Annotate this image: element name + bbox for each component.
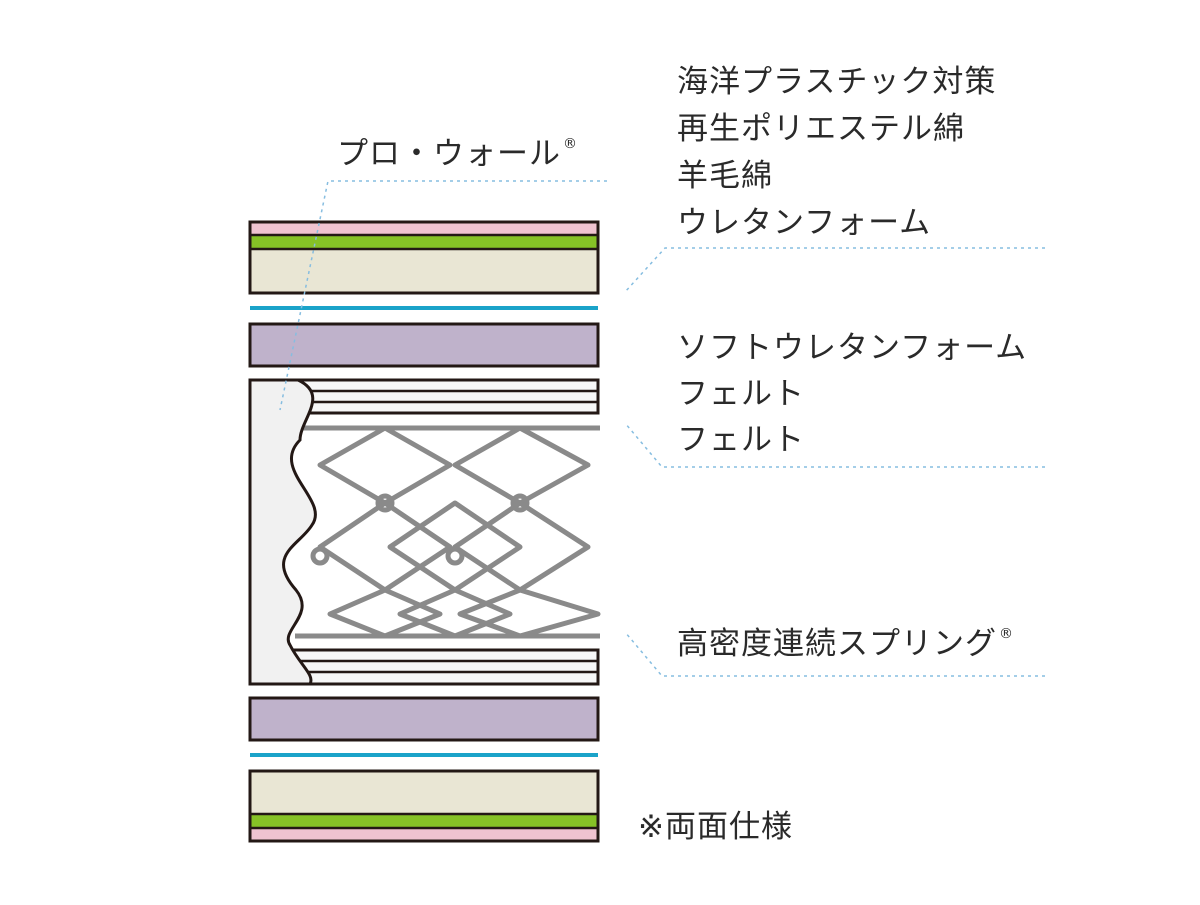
bottom-block-outline (248, 769, 600, 843)
label-urethane-foam: ウレタンフォーム (677, 205, 932, 241)
bottom-green-layer (250, 815, 598, 827)
label-felt-2: フェルト (677, 422, 805, 458)
leader-top-group (624, 247, 1045, 293)
leader-pro-wall (279, 180, 607, 411)
label-pro-wall: プロ・ウォール® (337, 137, 578, 170)
spring-core (248, 378, 601, 686)
leader-lines (279, 180, 1045, 677)
top-block-outline (248, 220, 600, 295)
bottom-purple-layer (248, 696, 600, 742)
label-recycled-polyester: 再生ポリエステル綿 (677, 111, 965, 147)
label-marine-plastic: 海洋プラスチック対策 (677, 64, 997, 100)
registered-mark: ® (563, 136, 578, 152)
bottom-cream-layer (250, 771, 598, 814)
leader-middle-group (624, 422, 1045, 468)
top-pink-layer (250, 222, 598, 234)
label-spring: 高密度連続スプリング® (677, 627, 1014, 660)
top-purple-layer (248, 322, 600, 368)
pro-wall-edge (248, 378, 317, 686)
registered-mark: ® (999, 626, 1014, 642)
leader-spring (624, 631, 1045, 677)
label-felt-1: フェルト (677, 376, 805, 412)
bottom-pink-layer (250, 829, 598, 841)
top-comfort-block (248, 220, 600, 295)
label-wool-cotton: 羊毛綿 (677, 158, 773, 194)
label-double-sided-note: ※両面仕様 (638, 809, 793, 845)
continuous-spring-wire (295, 425, 601, 639)
label-soft-urethane-foam: ソフトウレタンフォーム (677, 330, 1028, 366)
spring-text: 高密度連続スプリング (677, 626, 997, 662)
bottom-comfort-block (248, 769, 600, 843)
top-green-layer (250, 236, 598, 248)
pro-wall-text: プロ・ウォール (337, 136, 561, 172)
top-cream-layer (250, 250, 598, 293)
